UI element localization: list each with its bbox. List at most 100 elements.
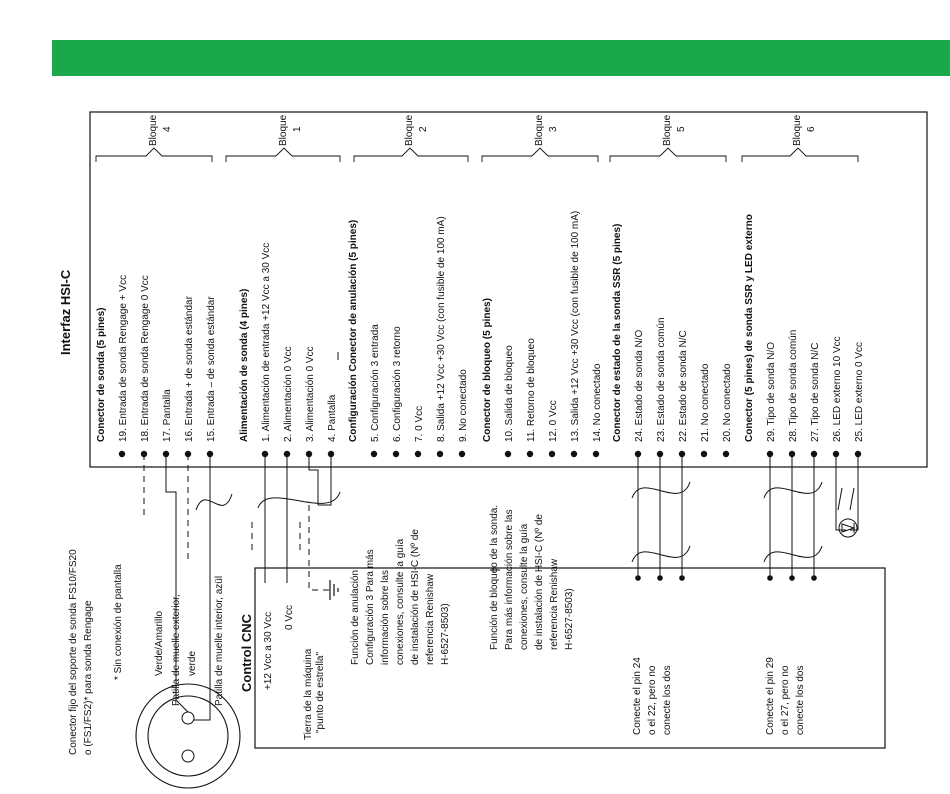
pin-label-7: 7. 0 Vcc	[414, 406, 425, 442]
pin-label-28: 28. Tipo de sonda común	[788, 330, 799, 442]
pin-label-18: 18. Entrada de sonda Rengage 0 Vcc	[140, 275, 151, 442]
block-1-heading: Alimentación de sonda (4 pines)	[239, 289, 250, 442]
pin-label-17: 17. Pantalla	[162, 389, 173, 442]
cnc-title: Control CNC	[239, 613, 254, 692]
pin-terminal-20	[722, 450, 730, 458]
lock-note-line-1: Función de bloqueo de la sonda.	[489, 505, 500, 650]
block-2-number: 2	[418, 126, 429, 132]
block-6-brace	[741, 147, 859, 162]
override-note-line-5: de instalación de HSI-C (Nº de	[410, 529, 421, 665]
ground-label-line-1: Tierra de la máquina	[303, 648, 314, 740]
cable-twist-type-a	[763, 481, 823, 499]
pin24-note-line-3: conecte los dos	[662, 666, 673, 736]
pin-label-14: 14. No conectado	[592, 363, 603, 442]
wire-pin-15	[194, 454, 211, 721]
probe-connector-pin-bottom	[181, 749, 195, 763]
cable-screen-dashes	[251, 522, 301, 552]
block-5-heading: Conector de estado de la sonda SSR (5 pi…	[612, 224, 623, 442]
pin-label-15: 15. Entrada – de sonda estándar	[206, 296, 217, 442]
wire-power-pin-4	[318, 454, 332, 506]
lock-note-line-3: conexiones, consulte la guía	[519, 523, 530, 650]
pin-terminal-6	[392, 450, 400, 458]
pin-label-13: 13. Salida +12 Vcc +30 Vcc (con fusible …	[570, 211, 581, 442]
cable-twist-probe	[195, 493, 233, 511]
pin24-note-line-2: o el 22, pero no	[647, 665, 658, 735]
cnc-terminal-ssr-2	[679, 575, 685, 581]
pin-terminal-12	[548, 450, 556, 458]
wires	[143, 352, 859, 721]
block-6-number: 6	[806, 126, 817, 132]
pin-terminal-13	[570, 450, 578, 458]
pin-label-29: 29. Tipo de sonda N/O	[766, 342, 777, 442]
pin-label-8: 8. Salida +12 Vcc +30 Vcc (con fusible d…	[436, 216, 447, 442]
led-diode-icon	[841, 523, 856, 533]
block-3-brace	[481, 147, 599, 162]
pin-terminal-21	[700, 450, 708, 458]
pin24-note-line-1: Conecte el pin 24	[632, 657, 643, 735]
connector-title-line-2: o (FS1/FS2)* para sonda Rengage	[83, 600, 94, 755]
pin-label-2: 2. Alimentación 0 Vcc	[283, 346, 294, 442]
pin-label-22: 22. Estado de sonda N/C	[678, 330, 689, 442]
wire-label-green: verde	[187, 651, 198, 676]
block-1-number: 1	[292, 126, 303, 132]
wire-led-pin-25	[850, 454, 859, 531]
block-5-number: 5	[676, 126, 687, 132]
block-4-label: Bloque	[148, 114, 159, 146]
hsi-c-interface-box	[89, 111, 928, 468]
pin-label-27: 27. Tipo de sonda N/C	[810, 342, 821, 442]
override-note-line-1: Función de anulación	[350, 570, 361, 665]
block-5-label: Bloque	[662, 114, 673, 146]
block-4-number: 4	[162, 126, 173, 132]
block-1-brace	[225, 147, 341, 162]
override-note-line-2: Configuración 3 Para más	[365, 549, 376, 665]
block-2-heading: Configuración Conector de anulación (5 p…	[348, 220, 359, 442]
pin-terminal-5	[370, 450, 378, 458]
block-4-heading: Conector de sonda (5 pines)	[96, 308, 107, 442]
override-note-line-3: información sobre las	[380, 570, 391, 665]
pin-label-6: 6. Configuración 3 retorno	[392, 326, 403, 442]
pin-label-4: 4. Pantalla	[327, 394, 338, 442]
cable-twist-ssr-a	[631, 481, 691, 499]
ground-symbol	[329, 580, 339, 600]
pin-label-12: 12. 0 Vcc	[548, 400, 559, 442]
pin-label-20: 20. No conectado	[722, 363, 733, 442]
pin29-note-line-2: o el 27, pero no	[780, 665, 791, 735]
interface-title: Interfaz HSI-C	[58, 269, 73, 355]
block-2-label: Bloque	[404, 114, 415, 146]
probe-connector-inner	[147, 695, 229, 777]
override-note-line-4: conexiones, consulte la guía	[395, 538, 406, 665]
cnc-power-label: +12 Vcc a 30 Vcc	[263, 612, 274, 690]
wire-label-outer-spring: Patilla de muelle exterior,	[171, 594, 182, 706]
block-3-number: 3	[548, 126, 559, 132]
lock-note-line-5: referencia Renishaw	[549, 558, 560, 650]
cable-twist-ssr-b	[631, 545, 691, 563]
green-header-banner	[52, 40, 950, 76]
lock-note-line-6: H-6527-8503)	[564, 588, 575, 650]
lock-note-line-4: de instalación de HSI-C (Nº de	[534, 514, 545, 650]
block-6-heading: Conector (5 pines) de sonda SSR y LED ex…	[744, 214, 755, 442]
cnc-terminal-type-1	[789, 575, 795, 581]
cable-twist-power	[257, 491, 341, 509]
pin-terminal-19	[118, 450, 126, 458]
pin-label-26: 26. LED externo 10 Vcc	[832, 336, 843, 442]
pin-label-5: 5. Configuración 3 entrada	[370, 324, 381, 442]
ground-label-line-2: "punto de estrella"	[315, 652, 326, 733]
notes: Función de anulación Configuración 3 Para…	[350, 505, 806, 735]
wire-power-pin-3	[308, 454, 319, 505]
pin-label-19: 19. Entrada de sonda Rengage + Vcc	[118, 275, 129, 442]
connector-footnote: * Sin conexión de pantalla	[113, 564, 124, 680]
led-indicator-icon	[838, 518, 858, 538]
wire-label-inner-spring: Patilla de muelle interior, azül	[214, 576, 225, 706]
pin-label-1: 1. Alimentación de entrada +12 Vcc a 30 …	[261, 243, 272, 442]
pin-terminal-14	[592, 450, 600, 458]
block-1-label: Bloque	[278, 114, 289, 146]
cnc-control-box	[254, 567, 886, 749]
pin-label-25: 25. LED externo 0 Vcc	[854, 342, 865, 442]
